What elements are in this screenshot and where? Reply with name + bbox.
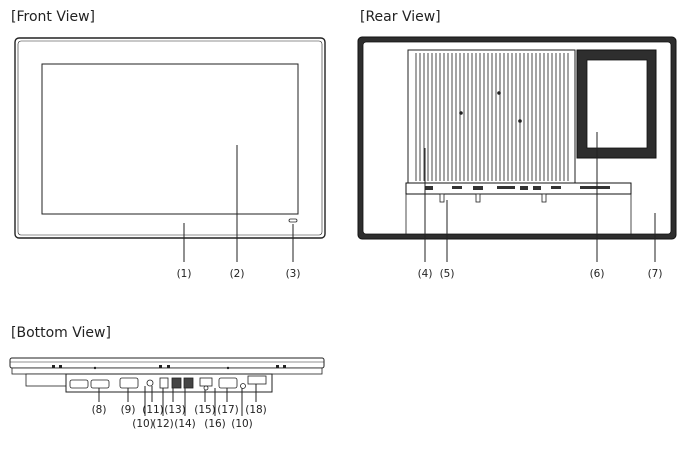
- callout-6: (6): [589, 268, 605, 280]
- callout-9: (9): [120, 404, 136, 416]
- stand-foot: [25, 373, 69, 387]
- power-connector: [90, 379, 110, 389]
- hdmi-port: [199, 377, 213, 387]
- screw-hole: [459, 111, 463, 115]
- bottom-ports: [69, 375, 267, 391]
- bottom-view: [9, 357, 325, 416]
- callout-11: (11): [142, 404, 164, 416]
- callout-7: (7): [647, 268, 663, 280]
- io-port-labels: [425, 186, 610, 190]
- callout-18: (18): [245, 404, 267, 416]
- callout-10: (10): [132, 418, 154, 430]
- terminal-block: [247, 375, 267, 385]
- audio-jack: [240, 383, 246, 389]
- rear-view: [357, 36, 677, 262]
- callout-16: (16): [204, 418, 226, 430]
- callout-15: (15): [194, 404, 216, 416]
- front-view: [14, 37, 326, 262]
- callout-8: (8): [91, 404, 107, 416]
- heatsink: [407, 49, 576, 184]
- serial-port: [119, 377, 139, 389]
- callout-13: (13): [164, 404, 186, 416]
- display-screen: [41, 63, 299, 215]
- heatsink-fins: [415, 53, 569, 181]
- callout-14: (14): [174, 418, 196, 430]
- front-view-title: [Front View]: [11, 9, 96, 25]
- lan-port: [183, 377, 194, 389]
- switch-knob: [203, 385, 209, 391]
- callout-4: (4): [417, 268, 433, 280]
- screw-hole: [518, 119, 522, 123]
- rear-lower-housing: [405, 194, 632, 234]
- bottom-body: [11, 367, 323, 375]
- callout-5: (5): [439, 268, 455, 280]
- callout-10-second: (10): [231, 418, 253, 430]
- callout-12: (12): [152, 418, 174, 430]
- io-connectors: [439, 193, 547, 203]
- power-connector: [69, 379, 89, 389]
- option-slot-cover: [586, 59, 648, 149]
- lan-port: [171, 377, 182, 389]
- front-bezel: [14, 37, 326, 239]
- callout-3: (3): [285, 268, 301, 280]
- rear-view-title: [Rear View]: [360, 9, 441, 25]
- bottom-view-title: [Bottom View]: [11, 325, 111, 341]
- callout-17: (17): [217, 404, 239, 416]
- callout-1: (1): [176, 268, 192, 280]
- screw-hole: [497, 91, 501, 95]
- power-led-indicator: [288, 218, 298, 223]
- io-port-strip: [405, 182, 632, 195]
- audio-jack: [146, 379, 154, 387]
- callout-2: (2): [229, 268, 245, 280]
- front-bezel-inner: [17, 40, 323, 236]
- usb-port: [159, 377, 169, 389]
- bottom-vents: [52, 365, 286, 370]
- serial-port: [218, 377, 238, 389]
